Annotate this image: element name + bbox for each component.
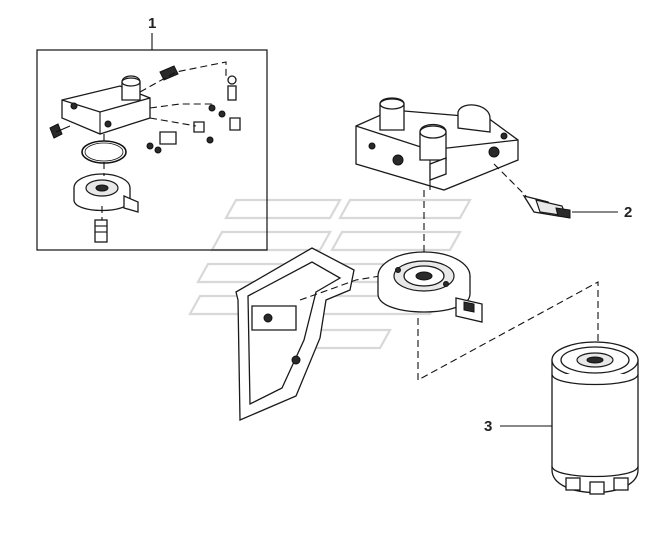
callout-2: 2 [572, 204, 632, 221]
main-filter-head [355, 97, 519, 191]
callout-1-label: 1 [148, 15, 156, 32]
fuel-filter-cartridge [417, 281, 639, 495]
mounting-bracket [235, 247, 381, 421]
callout-3-label: 3 [484, 418, 492, 435]
main-filter-adapter [377, 190, 483, 323]
callout-1: 1 [148, 15, 156, 50]
kit-o-ring [81, 140, 127, 164]
kit-filter-head [61, 75, 151, 135]
pressure-sensor [493, 163, 571, 219]
kit-bolt [49, 123, 71, 139]
callout-3: 3 [484, 418, 552, 435]
callout-2-label: 2 [624, 204, 632, 221]
kit-filter-adapter [73, 173, 139, 213]
kit-nipple [94, 219, 108, 243]
kit-small-fittings [146, 65, 241, 154]
kit-dashed-links [101, 61, 227, 220]
